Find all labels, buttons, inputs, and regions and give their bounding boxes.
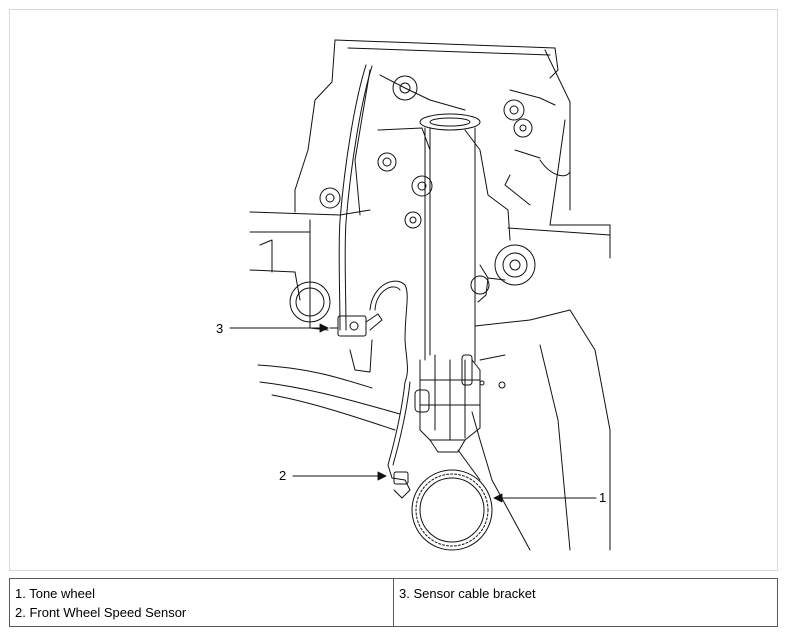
legend-item-wheel-speed-sensor: 2. Front Wheel Speed Sensor [15,605,187,620]
legend-item-tone-wheel: 1. Tone wheel [15,586,95,601]
callout-1: 1 [599,490,607,505]
legend-table: 1. Tone wheel 2. Front Wheel Speed Senso… [9,578,778,627]
sensor-cable [338,64,411,466]
sensor-cable-bracket [329,313,383,337]
callout-3: 3 [216,321,224,336]
mounting-bolts [319,75,536,389]
legend-cell-left: 1. Tone wheel 2. Front Wheel Speed Senso… [9,578,394,627]
strut-assembly [414,113,481,453]
legend-item-sensor-cable-bracket: 3. Sensor cable bracket [399,586,536,601]
legend-cell-right: 3. Sensor cable bracket [393,578,778,627]
leader-lines [229,323,597,503]
tone-wheel [411,469,493,551]
wheel-speed-sensor [387,464,411,499]
diagram-frame: 3 2 1 [9,9,778,571]
grommet-left [289,281,331,323]
suspension-line-drawing [229,39,611,551]
callout-2: 2 [279,468,287,483]
body-panel-lines [249,39,611,551]
legend-row: 1. Tone wheel 2. Front Wheel Speed Senso… [9,578,778,627]
